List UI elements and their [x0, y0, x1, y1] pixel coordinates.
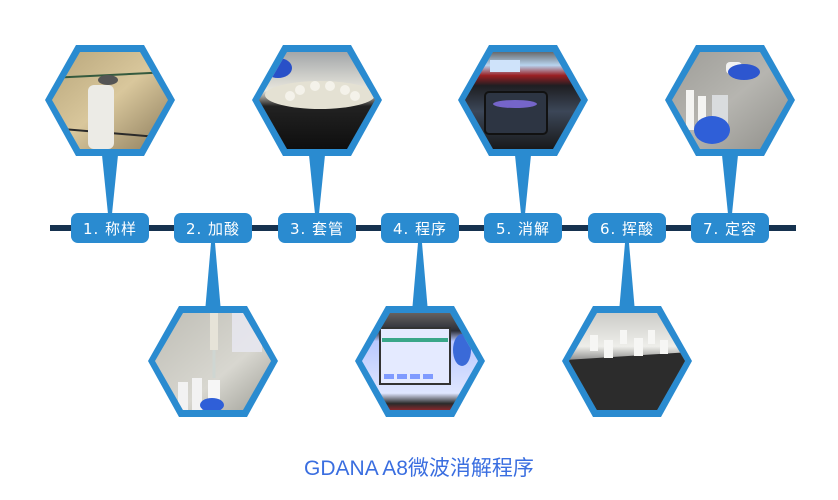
step-7-hexagon — [665, 45, 795, 214]
diagram-title: GDANA A8微波消解程序 — [304, 457, 534, 480]
weighing-sample-photo — [52, 52, 168, 149]
step-2-hexagon — [148, 243, 278, 417]
step-4-hexagon — [355, 243, 485, 417]
volume-fixing-photo — [672, 52, 788, 149]
step-5-hexagon — [458, 45, 588, 214]
step-1-label: 1. 称样 — [71, 213, 149, 243]
step-3-label: 3. 套管 — [278, 213, 356, 243]
step-4-label: 4. 程序 — [381, 213, 459, 243]
step-1-hexagon — [45, 45, 175, 214]
step-6-label: 6. 挥酸 — [588, 213, 666, 243]
step-3-hexagon — [252, 45, 382, 214]
step-6-hexagon — [562, 243, 692, 417]
program-screen-photo — [362, 313, 478, 410]
step-7-label: 7. 定容 — [691, 213, 769, 243]
acid-evaporation-photo — [569, 313, 685, 410]
digestion-photo — [465, 52, 581, 149]
step-5-label: 5. 消解 — [484, 213, 562, 243]
step-2-label: 2. 加酸 — [174, 213, 252, 243]
